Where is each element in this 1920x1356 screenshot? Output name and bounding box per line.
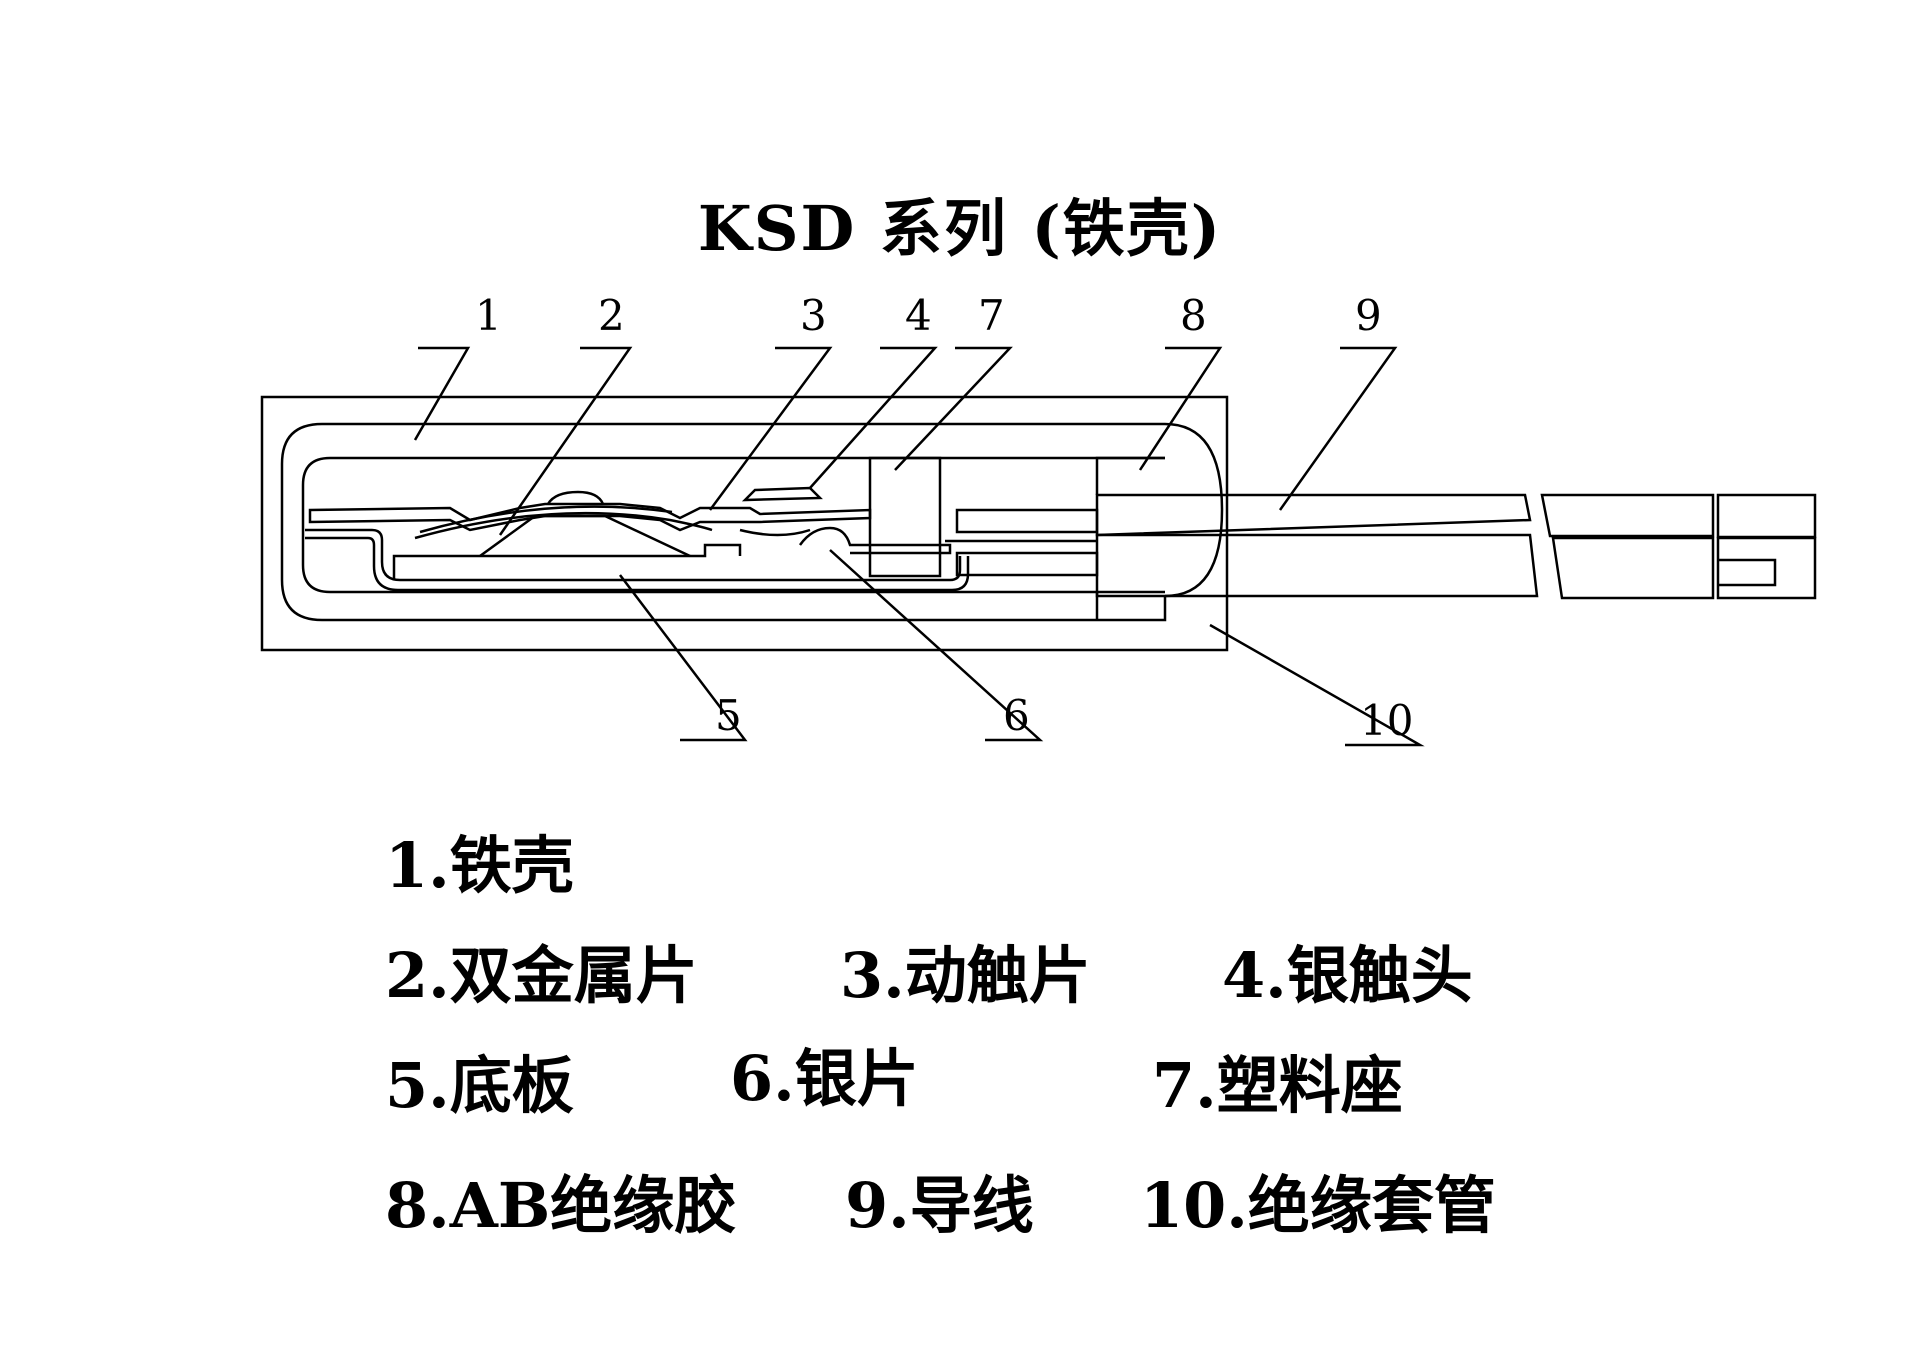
legend-item-10: 10.绝缘套管 [1140, 1169, 1496, 1242]
iron-shell-outer [280, 422, 1167, 622]
terminal-lower [955, 551, 1099, 577]
base-plate [305, 528, 962, 582]
leader-5 [619, 574, 748, 742]
iron-shell-inner [301, 456, 1165, 594]
strip-dome [546, 490, 605, 505]
terminal-upper [955, 508, 1099, 534]
legend-item-8: 8.AB绝缘胶 [385, 1169, 737, 1242]
ab-glue-bracket-top [1095, 456, 1165, 495]
ab-glue-dome [1164, 422, 1224, 598]
legend-item-5: 5.底板 [385, 1049, 574, 1122]
callout-3: 3 [800, 291, 827, 340]
legend-item-3: 3.动触片 [840, 939, 1091, 1012]
insulation-sleeve [260, 395, 1229, 652]
leader-10 [1209, 623, 1425, 747]
legend-item-9: 9.导线 [845, 1169, 1034, 1242]
base-plate-inner [305, 536, 970, 592]
callout-8: 8 [1180, 291, 1207, 340]
wire-end-strip [1718, 558, 1777, 587]
legend-item-7: 7.塑料座 [1152, 1049, 1403, 1122]
callout-1: 1 [475, 291, 502, 340]
wire-lower [1095, 533, 1539, 598]
bimetal-disc [414, 511, 713, 540]
callout-9: 9 [1355, 291, 1382, 340]
callout-7: 7 [978, 291, 1005, 340]
wire-upper [1095, 493, 1532, 537]
leader-3 [708, 346, 833, 511]
wire-end-upper [1716, 493, 1817, 539]
callout-10: 10 [1360, 696, 1413, 745]
silver-contact-head [741, 486, 823, 502]
leader-6 [829, 549, 1044, 742]
leader-9 [1278, 346, 1398, 511]
leader-7 [894, 346, 1013, 471]
legend-item-6: 6.银片 [730, 1042, 919, 1115]
leader-2 [498, 346, 633, 536]
legend-item-2: 2.双金属片 [385, 939, 698, 1012]
leader-4 [809, 346, 938, 489]
leader-1 [413, 346, 471, 441]
callout-5: 5 [715, 691, 742, 740]
callout-4: 4 [905, 291, 932, 340]
callout-6: 6 [1003, 691, 1030, 740]
base-plate-step [392, 543, 742, 580]
wire-end-lower [1716, 536, 1817, 600]
wire-break-lower [1551, 536, 1715, 600]
callout-2: 2 [598, 291, 625, 340]
wire-break-upper [1540, 493, 1715, 538]
plastic-seat [868, 456, 942, 578]
silver-contact-head-lower [739, 528, 811, 537]
legend-item-1: 1.铁壳 [385, 829, 574, 902]
legend-item-4: 4.银触头 [1222, 939, 1473, 1012]
bimetal-disc-lower [419, 505, 673, 534]
leader-8 [1138, 346, 1223, 471]
silver-plate [798, 526, 952, 555]
diagram-title: KSD 系列 (铁壳) [697, 192, 1223, 265]
